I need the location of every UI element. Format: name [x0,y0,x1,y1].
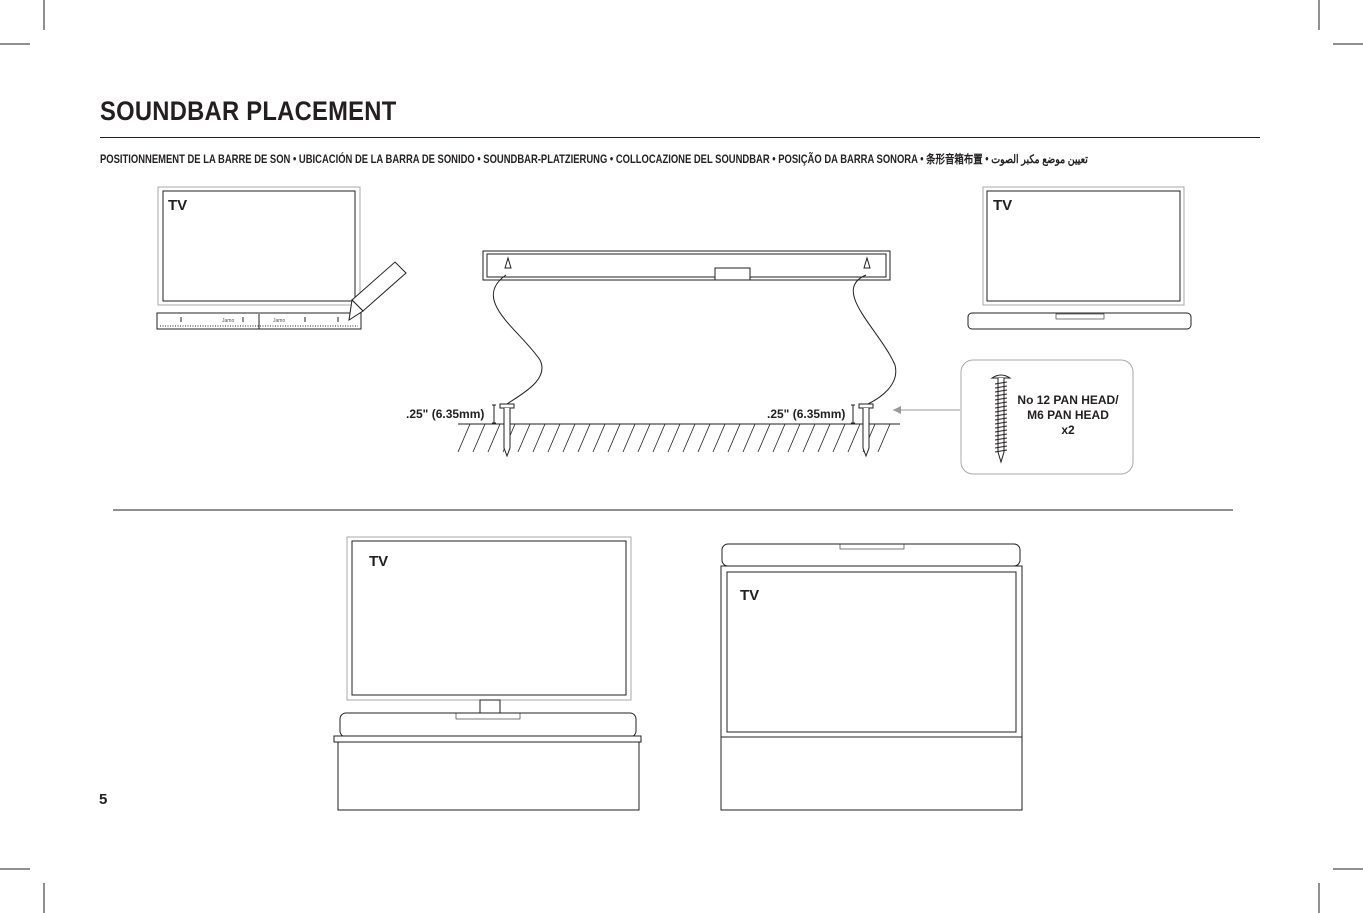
screw-thread [994,445,1008,449]
screw-thread [994,425,1008,429]
screw-gap-label-right: .25" (6.35mm) [767,407,845,421]
screw-spec-line2: M6 PAN HEAD [1027,408,1109,422]
tv-soundbar-front-diagram: TV [967,186,1192,330]
template-logo: Jamo [222,318,234,324]
hatch-line [622,423,636,453]
screw-thread [994,389,1008,393]
pencil-icon [348,261,407,322]
tv-label: TV [993,197,1012,214]
screw-thread [994,385,1008,389]
hatch-line [757,423,771,453]
screw-quantity: x2 [1061,423,1075,437]
hatch-line [472,423,486,453]
hatch-line [652,423,666,453]
hatch-line [727,423,741,453]
hatch-line [847,423,861,453]
screw-icon [499,403,515,458]
screw-thread [994,429,1008,433]
hatch-line [457,423,471,453]
screw-thread [994,413,1008,417]
page-number: 5 [99,791,108,808]
template-logo: Jamo [273,318,285,324]
screw-thread [994,393,1008,397]
hatch-line [712,423,726,453]
tv-label: TV [369,553,388,570]
hatch-line [817,423,831,453]
screw-callout: No 12 PAN HEAD/ M6 PAN HEAD x2 [960,359,1134,475]
screw-spec-line1: No 12 PAN HEAD/ [1017,393,1119,407]
tv-stand-cabinet-diagram: TV [333,536,642,811]
hatch-line [562,423,576,453]
hatch-line [787,423,801,453]
screw-thread [994,417,1008,421]
hatch-line [637,423,651,453]
hatch-line [667,423,681,453]
hatch-line [742,423,756,453]
screw-gap-label-left: .25" (6.35mm) [406,407,484,421]
hatch-line [547,423,561,453]
screw-thread [994,441,1008,445]
screw-thread [994,381,1008,385]
screw-icon [858,403,874,458]
screw-thread [994,397,1008,401]
screw-thread [994,433,1008,437]
page-title: SOUNDBAR PLACEMENT [100,96,397,126]
hatch-line [682,423,696,453]
page-subtitle-translations: POSITIONNEMENT DE LA BARRE DE SON • UBIC… [100,154,1088,166]
tv-wall-template-diagram: TV Jamo Jamo [156,186,407,330]
screw-thread [994,401,1008,405]
hatch-line [532,423,546,453]
hatch-line [607,423,621,453]
title-divider [100,137,1260,138]
hatch-line [577,423,591,453]
hatch-line [592,423,606,453]
screw-thread [994,449,1008,453]
hatch-line [877,423,891,453]
hatch-line [832,423,846,453]
hatch-line [802,423,816,453]
screw-thread [994,409,1008,413]
screw-thread [994,405,1008,409]
soundbar-keyhole-mount-diagram: .25" (6.35mm) .25" (6.35mm) [406,250,960,458]
screw-thread [994,437,1008,441]
soundbar-on-tv-diagram: TV [720,543,1023,811]
hatch-line [517,423,531,453]
hatch-line [487,423,501,453]
tv-label: TV [740,587,759,604]
wall-hatching [457,423,891,453]
screw-thread [994,421,1008,425]
hatch-line [772,423,786,453]
tv-label: TV [168,197,187,214]
hatch-line [697,423,711,453]
